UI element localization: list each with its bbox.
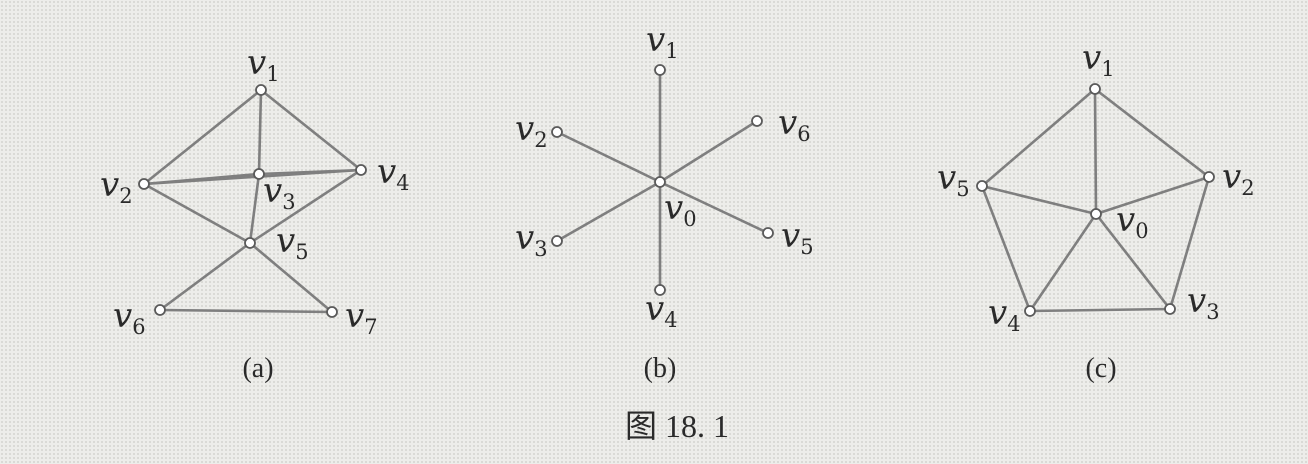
vertex-label-c-v1: v1 [1082,38,1115,81]
edge-b-v0-v2 [556,130,661,184]
edge-c-v0-v2 [1095,175,1210,216]
graph-b: v0 v1 v2 v3 v4 v5 v6 [515,20,814,332]
edge-a-v5-v6 [159,241,251,312]
edge-a-v1-v3 [257,89,263,175]
vertex-b-v2 [551,126,563,138]
edge-c-v0-v1 [1093,88,1098,215]
edge-a-v2-v5 [143,182,251,245]
vertex-label-a-v2: v2 [100,165,133,208]
edge-c-v4-v5 [980,185,1032,312]
vertex-label-c-v5: v5 [937,158,970,201]
edge-a-v3-v5 [248,173,261,244]
vertex-b-v6 [751,115,763,127]
vertex-c-v2 [1203,171,1215,183]
vertex-label-b-v0: v0 [664,188,697,231]
vertex-a-v6 [154,304,166,316]
vertex-label-b-v4: v4 [645,289,678,332]
edge-b-v0-v6 [659,119,758,184]
figure-title: 图 18. 1 [625,408,729,444]
edge-a-v1-v4 [260,88,362,172]
vertex-c-v0 [1090,208,1102,220]
graph-a: v1 v2 v3 v4 v5 v6 v7 [100,43,410,339]
vertex-c-v5 [976,180,988,192]
caption-b: (b) [644,353,677,384]
vertex-label-a-v7: v7 [345,296,378,339]
vertex-label-c-v2: v2 [1222,157,1255,200]
vertex-a-v3 [253,168,265,180]
vertex-a-v7 [326,306,338,318]
edge-c-v0-v4 [1028,213,1098,312]
edge-c-v0-v5 [981,184,1097,216]
edge-a-v4-v5 [249,168,362,245]
vertex-label-b-v5: v5 [781,216,814,259]
vertex-c-v4 [1024,305,1036,317]
vertex-label-a-v6: v6 [113,296,146,339]
vertex-c-v1 [1089,83,1101,95]
edge-c-v1-v2 [1094,87,1210,179]
vertex-label-a-v1: v1 [247,43,280,86]
vertex-a-v5 [244,237,256,249]
vertex-a-v4 [355,164,367,176]
vertex-label-b-v3: v3 [515,218,548,261]
vertex-a-v2 [138,178,150,190]
edge-b-v0-v5 [659,180,769,235]
edge-a-v2-v4 [143,168,362,186]
caption-c: (c) [1085,353,1116,384]
vertex-b-v4 [654,284,666,296]
vertex-b-v5 [762,227,774,239]
vertex-b-v0 [654,176,666,188]
edge-c-v0-v3 [1094,213,1172,310]
vertex-b-v1 [654,64,666,76]
vertex-label-c-v4: v4 [988,293,1021,336]
edge-a-v6-v7 [159,308,333,314]
vertex-b-v3 [551,235,563,247]
vertex-label-c-v0: v0 [1116,200,1149,243]
graph-c: v0 v1 v2 v3 v4 v5 [937,38,1255,336]
vertex-a-v1 [255,84,267,96]
vertex-label-a-v3: v3 [263,171,296,214]
edge-c-v3-v4 [1029,307,1171,313]
edge-c-v5-v1 [981,88,1096,187]
vertex-c-v3 [1164,303,1176,315]
edge-a-v5-v7 [249,242,333,313]
caption-a: (a) [242,353,273,384]
edge-b-v0-v3 [556,180,661,243]
vertex-label-a-v5: v5 [276,221,309,264]
vertex-label-b-v6: v6 [778,103,811,146]
edge-c-v2-v3 [1168,176,1211,310]
vertex-label-a-v4: v4 [377,152,410,195]
edge-a-v1-v2 [143,88,262,186]
vertex-label-c-v3: v3 [1187,281,1220,324]
vertex-label-b-v1: v1 [646,20,679,63]
vertex-label-b-v2: v2 [515,109,548,152]
